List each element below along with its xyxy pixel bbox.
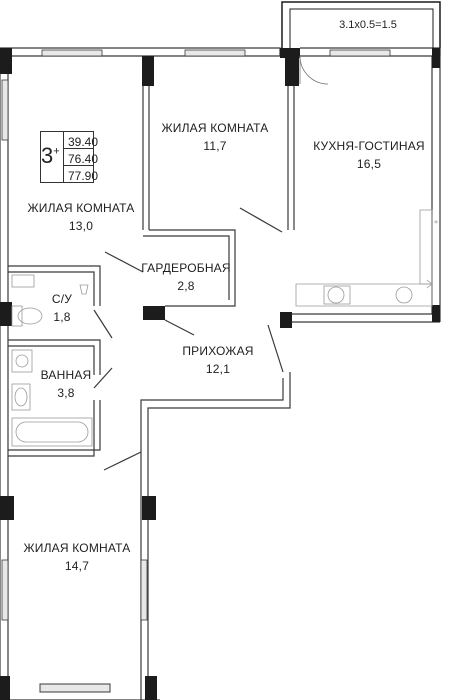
summary-box bbox=[40, 131, 94, 183]
area-total-balcony: 77.90 bbox=[68, 169, 99, 183]
rooms-suffix: + bbox=[53, 145, 60, 158]
room-name: ГАРДЕРОБНАЯ bbox=[141, 261, 231, 275]
room-wardrobe: ГАРДЕРОБНАЯ 2,8 bbox=[140, 259, 232, 295]
room-living-3: ЖИЛАЯ КОМНАТА 14,7 bbox=[22, 539, 132, 575]
room-area: 14,7 bbox=[64, 559, 90, 573]
balcony-label: 3.1x0.5=1.5 bbox=[339, 19, 397, 31]
kitchen-fixtures: * bbox=[295, 209, 438, 307]
rooms-count-badge: 3+ bbox=[41, 143, 60, 169]
rooms-count: 3 bbox=[41, 143, 54, 168]
room-area: 3,8 bbox=[57, 386, 75, 400]
room-area: 13,0 bbox=[68, 219, 94, 233]
svg-text:*: * bbox=[434, 219, 438, 228]
room-wc: С/У 1,8 bbox=[40, 290, 84, 326]
room-area: 1,8 bbox=[53, 310, 71, 324]
room-bath: ВАННАЯ 3,8 bbox=[36, 366, 96, 402]
room-living-1: ЖИЛАЯ КОМНАТА 11,7 bbox=[160, 119, 270, 155]
room-name: ЖИЛАЯ КОМНАТА bbox=[161, 121, 269, 135]
room-area: 12,1 bbox=[205, 362, 231, 376]
bathroom-fixtures bbox=[11, 274, 93, 447]
room-name: ЖИЛАЯ КОМНАТА bbox=[23, 541, 131, 555]
room-area: 2,8 bbox=[177, 279, 195, 293]
partitions bbox=[8, 86, 295, 471]
load-bearing-walls bbox=[0, 48, 440, 700]
outer-walls bbox=[0, 47, 441, 700]
room-name: ВАННАЯ bbox=[40, 368, 92, 382]
room-name: ПРИХОЖАЯ bbox=[182, 344, 254, 358]
room-name: С/У bbox=[51, 292, 73, 306]
room-name: КУХНЯ-ГОСТИНАЯ bbox=[313, 139, 425, 153]
area-living: 39.40 bbox=[68, 135, 99, 149]
room-area: 11,7 bbox=[203, 139, 227, 153]
room-name: ЖИЛАЯ КОМНАТА bbox=[27, 201, 135, 215]
balcony bbox=[281, 1, 441, 85]
room-area: 16,5 bbox=[356, 157, 382, 171]
area-total: 76.40 bbox=[68, 152, 99, 166]
room-living-2: ЖИЛАЯ КОМНАТА 13,0 bbox=[26, 199, 136, 235]
room-kitchen: КУХНЯ-ГОСТИНАЯ 16,5 bbox=[312, 137, 426, 173]
windows bbox=[1, 49, 391, 621]
room-hall: ПРИХОЖАЯ 12,1 bbox=[178, 342, 258, 378]
